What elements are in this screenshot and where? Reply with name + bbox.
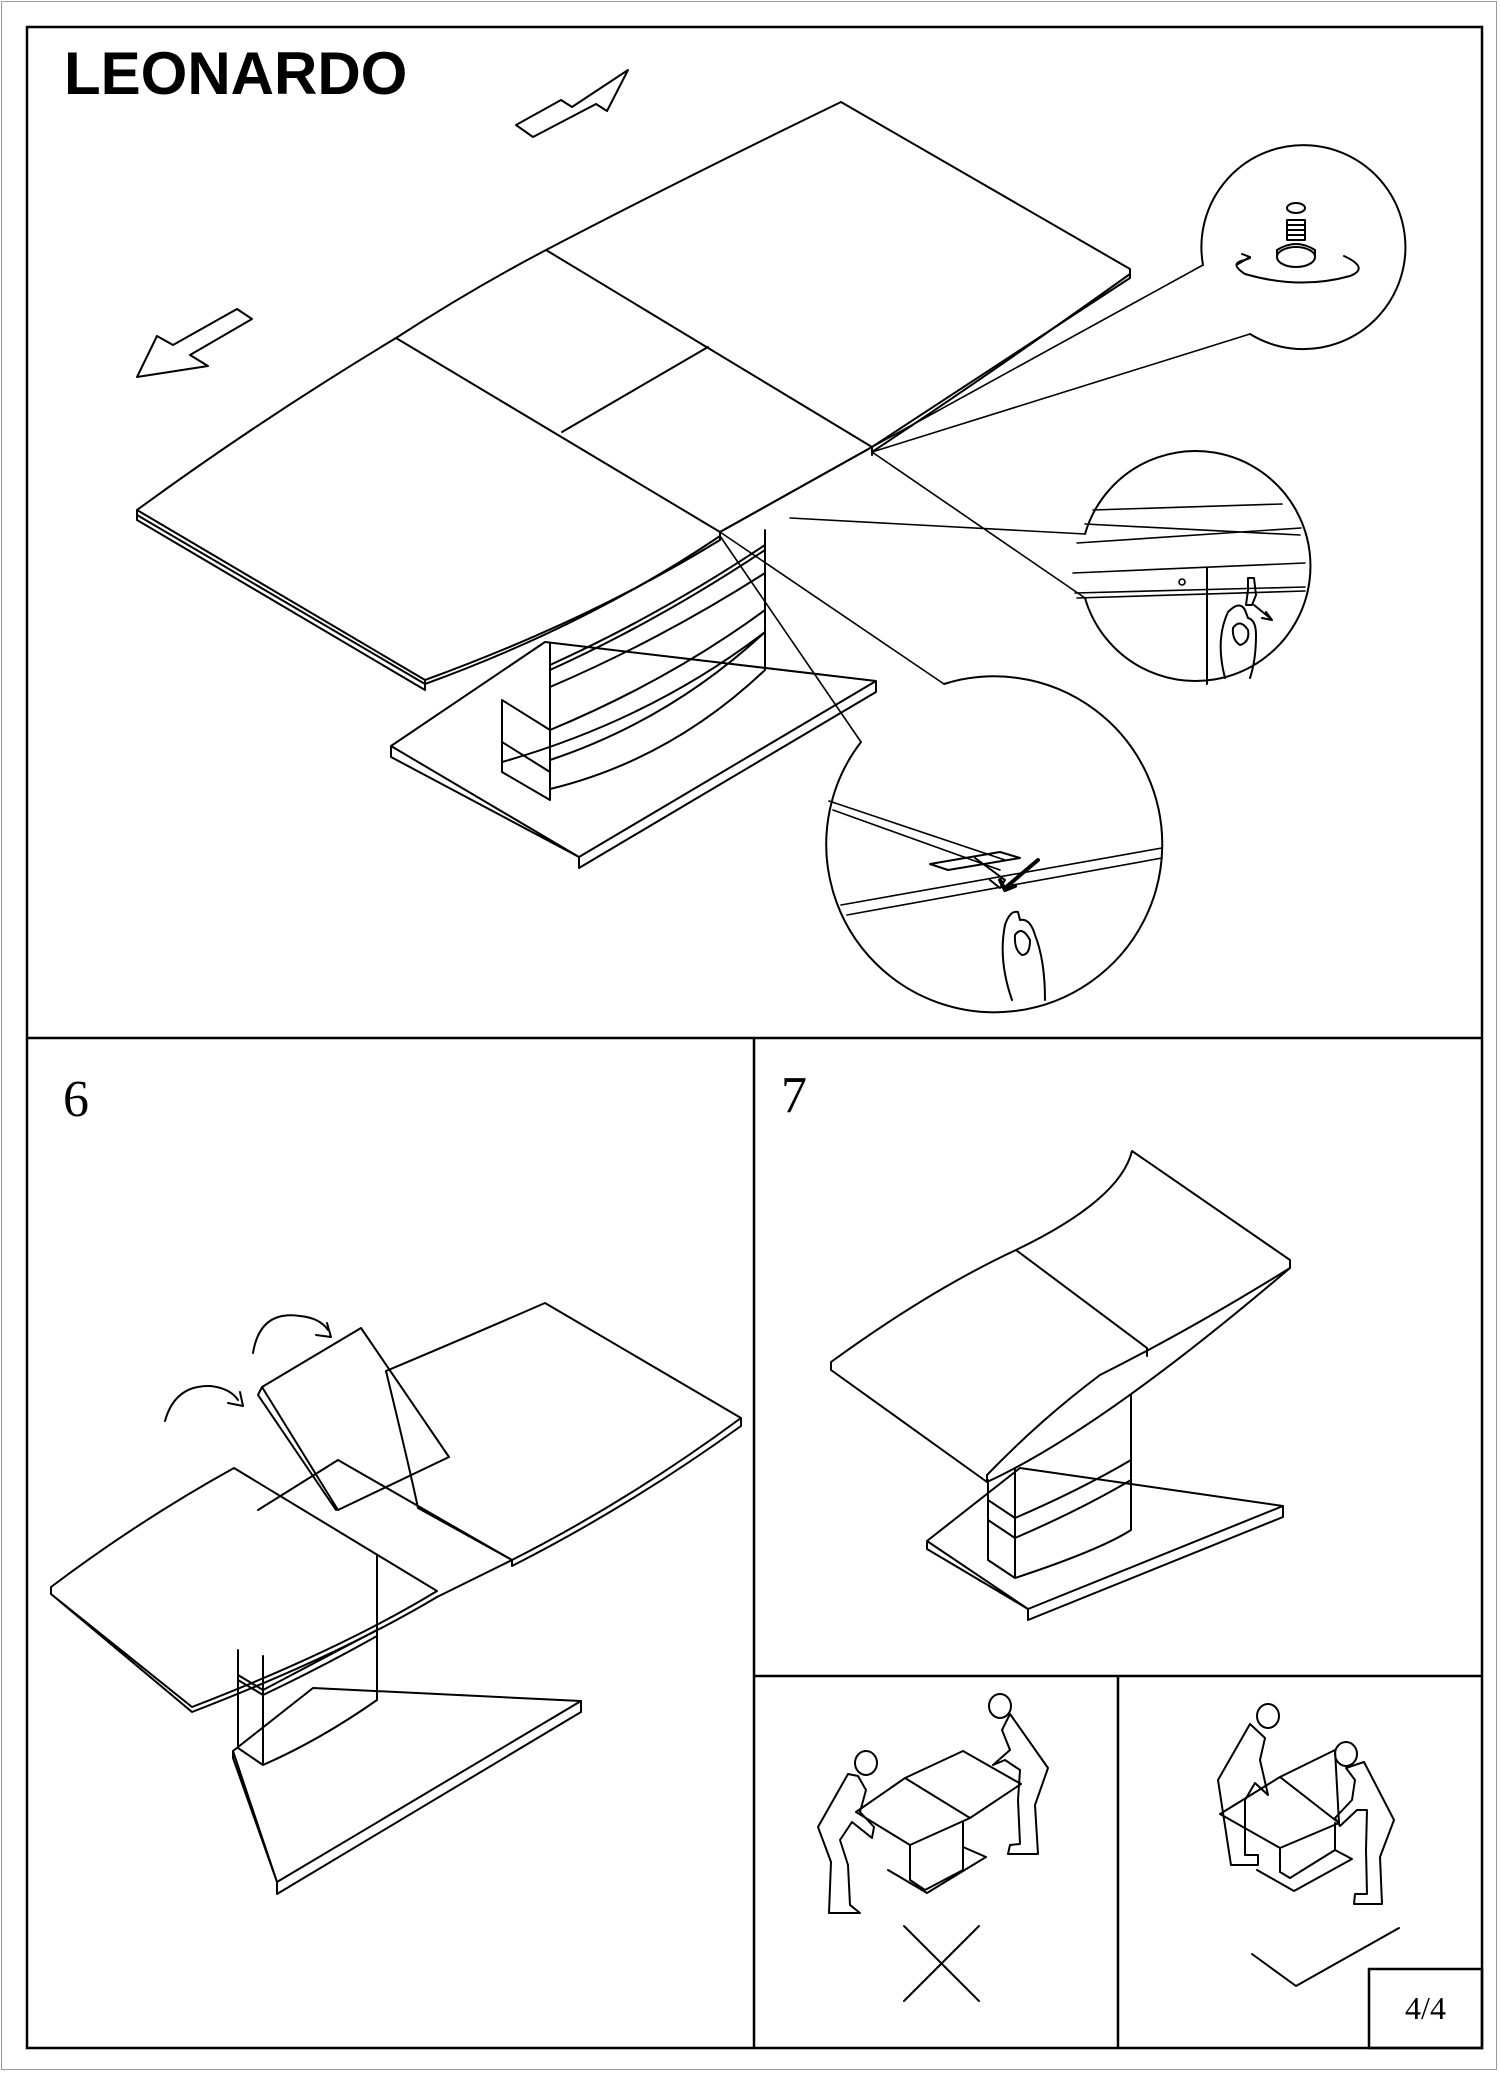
step6-tabletop-middle — [257, 1459, 513, 1598]
pull-arrow-icon — [1253, 604, 1273, 621]
step6-pedestal — [237, 1554, 378, 1766]
person-head-left — [854, 1750, 878, 1776]
pedestal-band-upper — [549, 544, 766, 671]
step-6-label: 6 — [63, 1071, 89, 1128]
person-body-right — [992, 1713, 1049, 1855]
step6-folding-leaf — [257, 1327, 450, 1511]
tabletop-seams — [395, 249, 873, 533]
overview-illustration — [136, 69, 1407, 1014]
step6-tabletop-right — [385, 1302, 742, 1567]
latch-plate-icon — [929, 851, 1021, 889]
callout-leader-screw — [871, 264, 1251, 453]
screw-washer-icon — [1286, 202, 1306, 214]
carry-wrong-illustration — [817, 1693, 1049, 2002]
hand-icon — [1219, 604, 1257, 679]
latch-clip-icon — [1245, 577, 1257, 606]
step6-tabletop-left — [50, 1467, 438, 1713]
cross-mark-icon — [903, 1925, 980, 2002]
pedestal — [501, 529, 766, 801]
carry-right-illustration — [1217, 1703, 1400, 1987]
hand-icon-center — [1001, 910, 1046, 1001]
product-title: LEONARDO — [64, 40, 408, 107]
person-body-front — [1334, 1761, 1395, 1905]
step6-illustration — [50, 1302, 742, 1895]
person-body-back — [1217, 1723, 1269, 1866]
rotation-arrow-icon — [1235, 253, 1360, 284]
callout-leader-center — [719, 531, 945, 743]
step7-pedestal — [987, 1394, 1132, 1579]
check-mark-icon — [1251, 1927, 1400, 1987]
step7-base-plate — [926, 1467, 1284, 1621]
screw-thread-icon — [1286, 219, 1306, 241]
tabletop-edge — [136, 273, 1131, 685]
carried-table-wrong — [855, 1750, 1022, 1894]
carried-table-right — [1219, 1749, 1353, 1892]
arrow-down-left-icon — [136, 308, 253, 378]
page-number-box — [1367, 1967, 1484, 2050]
center-latch-callout — [825, 675, 1164, 1014]
page-indicator: 4/4 — [1405, 1990, 1446, 2026]
screw-foot-icon — [1276, 246, 1316, 268]
person-head-back — [1256, 1703, 1280, 1729]
step7-illustration — [830, 1150, 1291, 1621]
person-body-left — [817, 1773, 875, 1914]
step6-base-plate — [232, 1687, 582, 1895]
push-arrow-icon — [998, 858, 1040, 892]
step7-tabletop — [830, 1150, 1291, 1483]
person-head-front — [1334, 1741, 1358, 1767]
callout-leader-side — [789, 451, 1086, 599]
side-latch-callout — [1072, 450, 1312, 685]
panel-frame — [25, 25, 1484, 2050]
step6-curved-arrow-upper-icon — [252, 1314, 332, 1354]
step6-curved-arrow-lower-icon — [164, 1384, 244, 1422]
base-plate — [390, 641, 877, 869]
leveling-screw-callout — [1200, 144, 1407, 351]
step-7-label: 7 — [781, 1067, 807, 1124]
person-head-right — [988, 1693, 1012, 1719]
arrow-up-right-icon — [515, 69, 629, 138]
screw-hole-icon — [1178, 578, 1186, 586]
